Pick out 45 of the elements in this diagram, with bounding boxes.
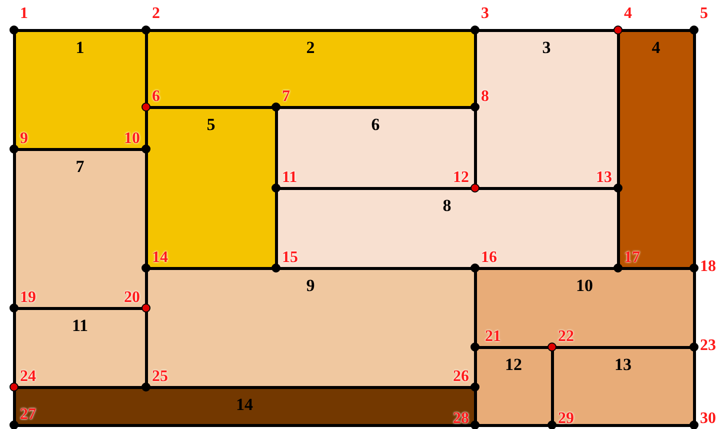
region-number: 12 [505, 354, 522, 374]
region-number: 6 [371, 114, 380, 134]
vertex-number: 5 [700, 6, 708, 22]
region-number: 8 [442, 196, 452, 216]
vertex-number: 18 [700, 259, 716, 275]
vertex-number: 8 [481, 89, 489, 105]
region [12, 28, 148, 150]
region-number: 1 [76, 38, 84, 58]
vertex-number: 17 [624, 250, 640, 266]
region-number: 11 [72, 316, 88, 336]
region-number: 9 [306, 276, 315, 296]
vertex-number: 25 [152, 369, 168, 385]
region-number: 2 [306, 38, 315, 58]
vertex-number: 15 [282, 250, 298, 266]
vertex-number: 2 [152, 6, 160, 22]
vertex-number: 12 [453, 170, 469, 186]
vertex-number: 24 [20, 369, 36, 385]
region-number: 7 [76, 156, 84, 176]
vertex-number: 30 [700, 411, 716, 427]
vertex-number: 23 [700, 338, 716, 354]
vertex-number: 28 [453, 411, 469, 427]
vertex-number: 9 [20, 131, 28, 147]
region-number: 5 [206, 114, 216, 134]
vertex-number: 27 [20, 407, 36, 423]
vertex-number: 21 [485, 329, 501, 345]
vertex-number: 19 [20, 290, 36, 306]
vertex-number: 13 [596, 170, 612, 186]
vertex-number: 1 [20, 6, 28, 22]
vertex-number: 14 [152, 250, 168, 266]
vertex-number: 20 [124, 290, 140, 306]
vertex-number: 22 [558, 329, 574, 345]
vertex-number: 10 [124, 131, 140, 147]
vertex-number: 6 [152, 89, 160, 105]
vertex-number: 3 [481, 6, 489, 22]
vertex-number: 16 [481, 250, 497, 266]
region-number: 4 [652, 38, 660, 58]
vertex-number: 11 [282, 170, 298, 186]
region-number: 13 [614, 354, 632, 374]
vertex-number: 26 [453, 369, 469, 385]
vertex-number: 29 [558, 411, 574, 427]
region-number: 10 [576, 276, 593, 296]
region-number: 3 [542, 38, 551, 58]
vertex-number: 7 [282, 89, 290, 105]
vertex-number: 4 [624, 6, 632, 22]
region-number: 14 [236, 394, 253, 414]
